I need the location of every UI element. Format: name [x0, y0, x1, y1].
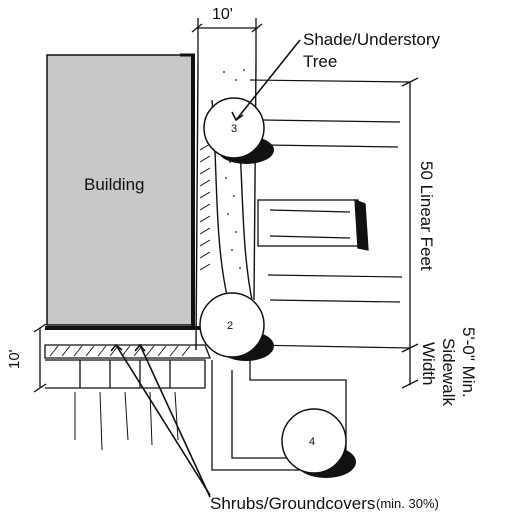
dimension-left [33, 323, 47, 393]
lower-hatch [49, 345, 191, 357]
dimension-left-label: 10' [6, 349, 23, 369]
tree-3: 3 [203, 97, 274, 164]
dimension-top [191, 18, 263, 62]
dimension-top-label: 10' [212, 6, 233, 23]
shade-tree-label-2: Tree [303, 52, 338, 71]
planting-hatch [199, 143, 211, 271]
tree-number-3: 3 [231, 123, 237, 135]
sidewalk-label-1: 5'-0" Min. [459, 327, 478, 398]
tree-number-2: 2 [227, 320, 233, 332]
building-label: Building [84, 175, 145, 194]
sidewalk-label-3: Width [419, 342, 438, 386]
dimension-right [401, 77, 419, 389]
shade-tree-label: Shade/Understory [303, 30, 441, 49]
tree-number-4: 4 [309, 436, 315, 448]
stipple [221, 69, 245, 269]
sidewalk-label-2: Sidewalk [439, 338, 458, 407]
shrubs-note-label: (min. 30%) [376, 496, 439, 511]
lower-lines [74, 391, 179, 451]
bench [257, 199, 369, 251]
sidewalk [249, 79, 411, 349]
leader-lines [110, 39, 301, 498]
linear-feet-label: 50 Linear Feet [417, 161, 436, 271]
building-footprint [46, 54, 194, 326]
tree-2: 2 [199, 292, 274, 361]
shrubs-label: Shrubs/Groundcovers [210, 494, 376, 513]
tree-4: 4 [281, 408, 356, 478]
